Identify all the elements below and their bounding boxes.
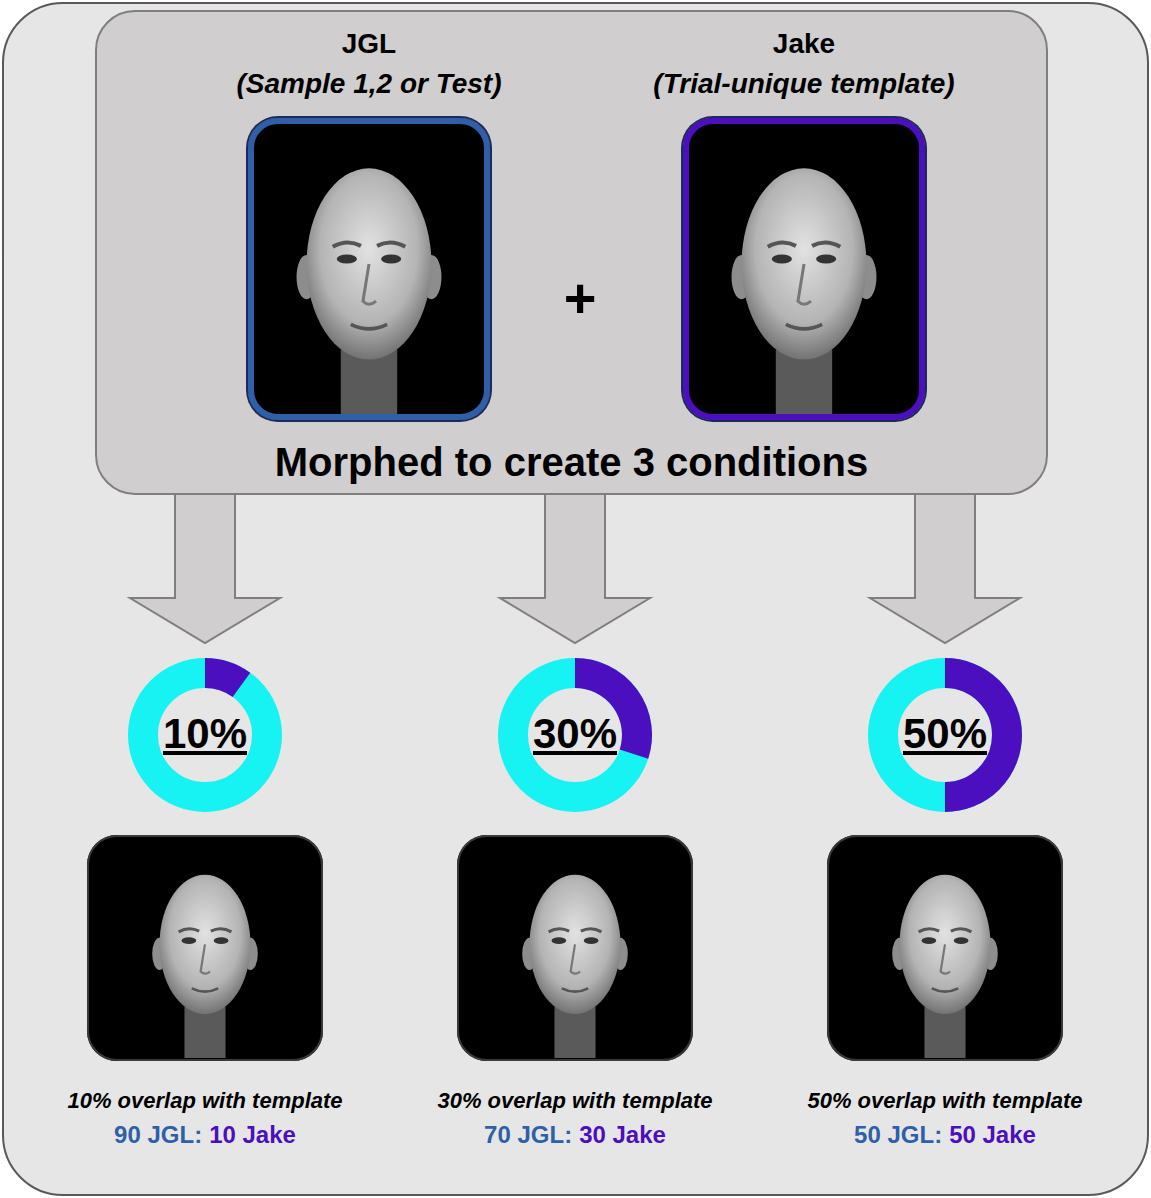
percent-value: 50% — [865, 709, 1025, 759]
node-result: 30% overlap with template 70 JGL: 30 Jake — [385, 835, 765, 1165]
node-panel: Morphed to create 3 conditions JGL (Sample… — [95, 10, 1048, 495]
node-sample: Jake (Trial-unique template) — [634, 28, 974, 423]
ratio-sample: 70 JGL: — [484, 1121, 572, 1148]
face-picture — [522, 875, 628, 1058]
node-donut: 50% — [865, 655, 1025, 815]
image-frame — [248, 118, 490, 420]
arrow-seam — [916, 490, 974, 496]
image-frame — [827, 835, 1063, 1061]
block-arrow — [130, 494, 280, 643]
face-picture — [152, 875, 258, 1058]
ratio-line: 90 JGL: 10 Jake — [15, 1121, 395, 1149]
node-donut: 10% — [125, 655, 285, 815]
arrow-seam — [546, 490, 604, 496]
image-frame — [87, 835, 323, 1061]
face-picture — [892, 875, 998, 1058]
face-name: Jake — [773, 28, 835, 60]
block-arrow — [500, 494, 650, 643]
face-picture — [297, 168, 442, 420]
ring-part — [205, 673, 241, 685]
ratio-template: 50 Jake — [949, 1121, 1036, 1148]
face-picture — [732, 168, 877, 420]
ratio-line: 50 JGL: 50 Jake — [755, 1121, 1135, 1149]
image-ground — [87, 835, 323, 1061]
plus-sign: + — [555, 268, 605, 328]
image-frame — [457, 835, 693, 1061]
ratio-template: 10 Jake — [209, 1121, 296, 1148]
ratio-sample: 90 JGL: — [114, 1121, 202, 1148]
image-frame — [683, 118, 925, 420]
ratio-line: 70 JGL: 30 Jake — [385, 1121, 765, 1149]
face-role: (Sample 1,2 or Test) — [236, 68, 501, 100]
overlap-caption: 10% overlap with template — [15, 1088, 395, 1114]
image-ground — [248, 118, 490, 420]
image-ground — [827, 835, 1063, 1061]
percent-value: 30% — [495, 709, 655, 759]
face-role: (Trial-unique template) — [653, 68, 954, 100]
panel-caption: Morphed to create 3 conditions — [97, 440, 1046, 485]
image-ground — [457, 835, 693, 1061]
node-sample: JGL (Sample 1,2 or Test) — [199, 28, 539, 423]
outer-panel — [3, 3, 1148, 1195]
inner-panel-fill — [96, 11, 1047, 494]
node-donut: 30% — [495, 655, 655, 815]
face-name: JGL — [342, 28, 396, 60]
node-result: 10% overlap with template 90 JGL: 10 Jake — [15, 835, 395, 1165]
ratio-sample: 50 JGL: — [854, 1121, 942, 1148]
overlap-caption: 30% overlap with template — [385, 1088, 765, 1114]
arrow-seam — [176, 490, 234, 496]
image-ground — [683, 118, 925, 420]
percent-value: 10% — [125, 709, 285, 759]
block-arrow — [870, 494, 1020, 643]
overlap-caption: 50% overlap with template — [755, 1088, 1135, 1114]
node-result: 50% overlap with template 50 JGL: 50 Jake — [755, 835, 1135, 1165]
ratio-template: 30 Jake — [579, 1121, 666, 1148]
